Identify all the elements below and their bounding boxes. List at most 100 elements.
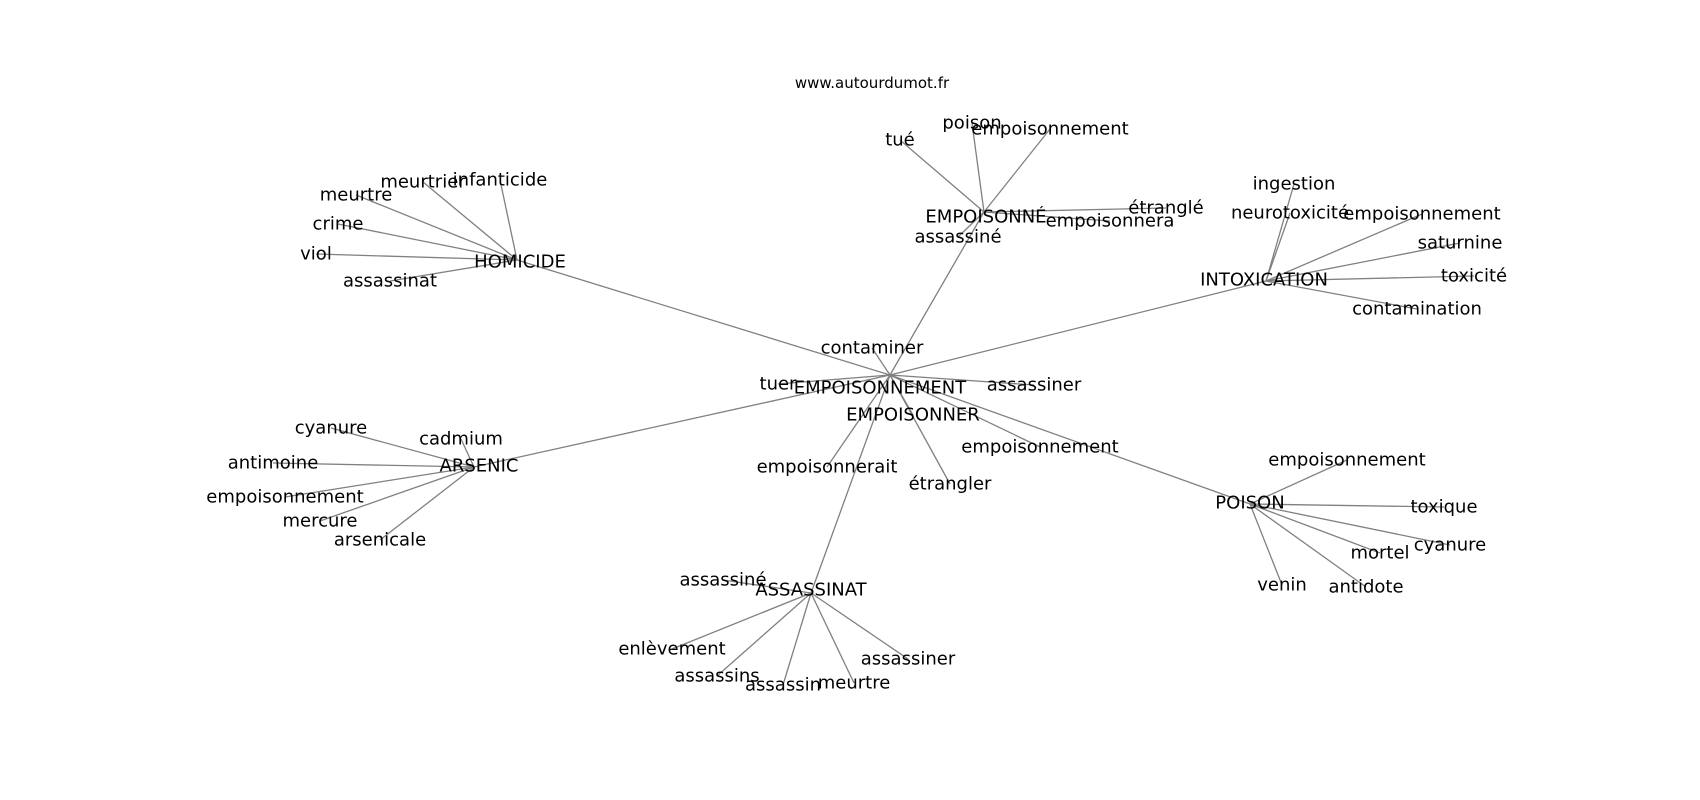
node-meurtre[interactable]: meurtre <box>320 185 393 206</box>
edge-poison-antidote <box>1249 503 1367 588</box>
edge-empoisonne-tue <box>899 139 985 213</box>
edge-intoxication-saturnine <box>1265 242 1461 282</box>
edge-empoisonne-assassine <box>957 211 985 238</box>
edge-empoisonnement-tuer <box>777 374 891 385</box>
node-empoisonnement[interactable]: empoisonnement <box>961 437 1118 458</box>
node-contamination[interactable]: contamination <box>1352 299 1482 320</box>
node-ingestion[interactable]: ingestion <box>1253 174 1336 195</box>
edge-intoxication-ingestion <box>1265 183 1295 282</box>
node-toxicite[interactable]: toxicité <box>1441 266 1507 287</box>
node-neurotoxicite[interactable]: neurotoxicité <box>1231 203 1349 224</box>
node-empoisonnera[interactable]: empoisonnera <box>1046 211 1175 232</box>
node-empoisonnement[interactable]: EMPOISONNEMENT <box>794 378 967 399</box>
node-mortel[interactable]: mortel <box>1350 543 1409 564</box>
edge-layer <box>272 122 1475 686</box>
node-venin[interactable]: venin <box>1257 575 1307 596</box>
node-infanticide[interactable]: infanticide <box>453 170 548 191</box>
edge-poison-empoisonnement <box>1249 459 1348 505</box>
node-homicide[interactable]: HOMICIDE <box>474 252 566 273</box>
edge-intoxication-toxicite <box>1265 275 1475 282</box>
edge-empoisonne-poison <box>971 122 985 213</box>
source-label: www.autourdumot.fr <box>795 74 950 92</box>
node-assassins[interactable]: assassins <box>674 666 759 687</box>
edge-arsenic-antimoine <box>272 462 475 468</box>
edge-intoxication-contamination <box>1265 280 1418 310</box>
edge-empoisonnement-intoxication <box>889 280 1267 376</box>
node-meurtre[interactable]: meurtre <box>818 673 891 694</box>
edge-arsenic-cadmium <box>460 438 475 468</box>
edge-arsenic-empoisonnement <box>284 466 475 498</box>
edge-empoisonnement-empoisonnerait <box>826 374 891 468</box>
node-poison[interactable]: poison <box>942 113 1001 134</box>
edge-assassinat-meurtre <box>810 592 855 684</box>
node-arsenicale[interactable]: arsenicale <box>334 530 426 551</box>
node-antimoine[interactable]: antimoine <box>228 453 319 474</box>
edge-poison-mortel <box>1249 503 1381 554</box>
node-meurtrier[interactable]: meurtrier <box>380 172 466 193</box>
edge-assassinat-enlevement <box>671 592 812 650</box>
edge-homicide-viol <box>315 253 518 261</box>
node-empoisonnement[interactable]: empoisonnement <box>206 487 363 508</box>
node-viol[interactable]: viol <box>300 244 332 265</box>
node-empoisonner[interactable]: EMPOISONNER <box>846 405 980 426</box>
node-assassinat[interactable]: ASSASSINAT <box>755 580 867 601</box>
edge-assassinat-assassine <box>722 579 812 594</box>
node-contaminer[interactable]: contaminer <box>821 338 924 359</box>
node-etrangle[interactable]: étranglé <box>1128 198 1203 219</box>
edge-assassinat-assassins <box>716 592 812 677</box>
edge-intoxication-empoisonnement <box>1265 213 1423 282</box>
edge-empoisonnement-assassinat <box>810 374 891 594</box>
edge-empoisonnement-empoisonnement <box>889 374 1041 448</box>
edge-empoisonne-etrangle <box>983 207 1167 213</box>
edge-homicide-meurtre <box>355 194 518 261</box>
edge-empoisonnement-empoisonne <box>889 211 985 376</box>
edge-poison-cyanure <box>1249 503 1451 546</box>
node-tuer[interactable]: tuer <box>760 374 798 395</box>
edge-empoisonne-empoisonnement <box>983 128 1051 213</box>
edge-homicide-meurtrier <box>422 181 518 261</box>
node-mercure[interactable]: mercure <box>283 511 358 532</box>
node-intoxication[interactable]: INTOXICATION <box>1200 270 1328 291</box>
node-assassiner[interactable]: assassiner <box>987 375 1082 396</box>
edge-empoisonne-empoisonnera <box>983 211 1111 222</box>
edge-assassinat-assassin <box>782 592 812 686</box>
edge-empoisonnement-arsenic <box>473 374 891 468</box>
node-antidote[interactable]: antidote <box>1328 577 1403 598</box>
node-empoisonnement[interactable]: empoisonnement <box>1268 450 1425 471</box>
node-assassine[interactable]: assassiné <box>914 227 1001 248</box>
node-toxique[interactable]: toxique <box>1410 497 1477 518</box>
node-assassine[interactable]: assassiné <box>679 570 766 591</box>
node-etrangler[interactable]: étrangler <box>909 474 992 495</box>
edge-poison-toxique <box>1249 503 1445 508</box>
edge-assassinat-assassiner <box>810 592 909 660</box>
edge-arsenic-mercure <box>319 466 475 522</box>
node-empoisonne[interactable]: EMPOISONNÉ <box>925 206 1046 228</box>
edge-homicide-crime <box>337 223 518 261</box>
edge-empoisonnement-contaminer <box>871 347 891 376</box>
label-layer: EMPOISONNEMENTtuercontaminerassassinerEM… <box>206 113 1507 696</box>
node-poison[interactable]: POISON <box>1215 493 1284 514</box>
node-assassinat[interactable]: assassinat <box>343 271 437 292</box>
edge-empoisonnement-assassiner <box>889 374 1035 386</box>
edge-poison-venin <box>1249 503 1283 586</box>
edge-homicide-infanticide <box>499 179 518 261</box>
edge-empoisonnement-homicide <box>516 259 891 376</box>
node-cyanure[interactable]: cyanure <box>1414 535 1486 556</box>
node-cadmium[interactable]: cadmium <box>419 429 503 450</box>
node-enlevement[interactable]: enlèvement <box>618 639 725 660</box>
edge-arsenic-cyanure <box>330 427 475 468</box>
edge-empoisonnement-poison <box>889 374 1251 505</box>
node-crime[interactable]: crime <box>313 214 364 235</box>
edge-homicide-assassinat <box>389 259 518 282</box>
node-empoisonnement[interactable]: empoisonnement <box>1343 204 1500 225</box>
node-assassin[interactable]: assassin <box>745 675 821 696</box>
node-saturnine[interactable]: saturnine <box>1418 233 1503 254</box>
node-assassiner[interactable]: assassiner <box>861 649 956 670</box>
node-empoisonnement[interactable]: empoisonnement <box>971 119 1128 140</box>
node-arsenic[interactable]: ARSENIC <box>440 456 519 477</box>
node-empoisonnerait[interactable]: empoisonnerait <box>757 457 898 478</box>
edge-intoxication-neurotoxicite <box>1265 212 1291 282</box>
node-tue[interactable]: tué <box>885 130 915 151</box>
node-cyanure[interactable]: cyanure <box>295 418 367 439</box>
